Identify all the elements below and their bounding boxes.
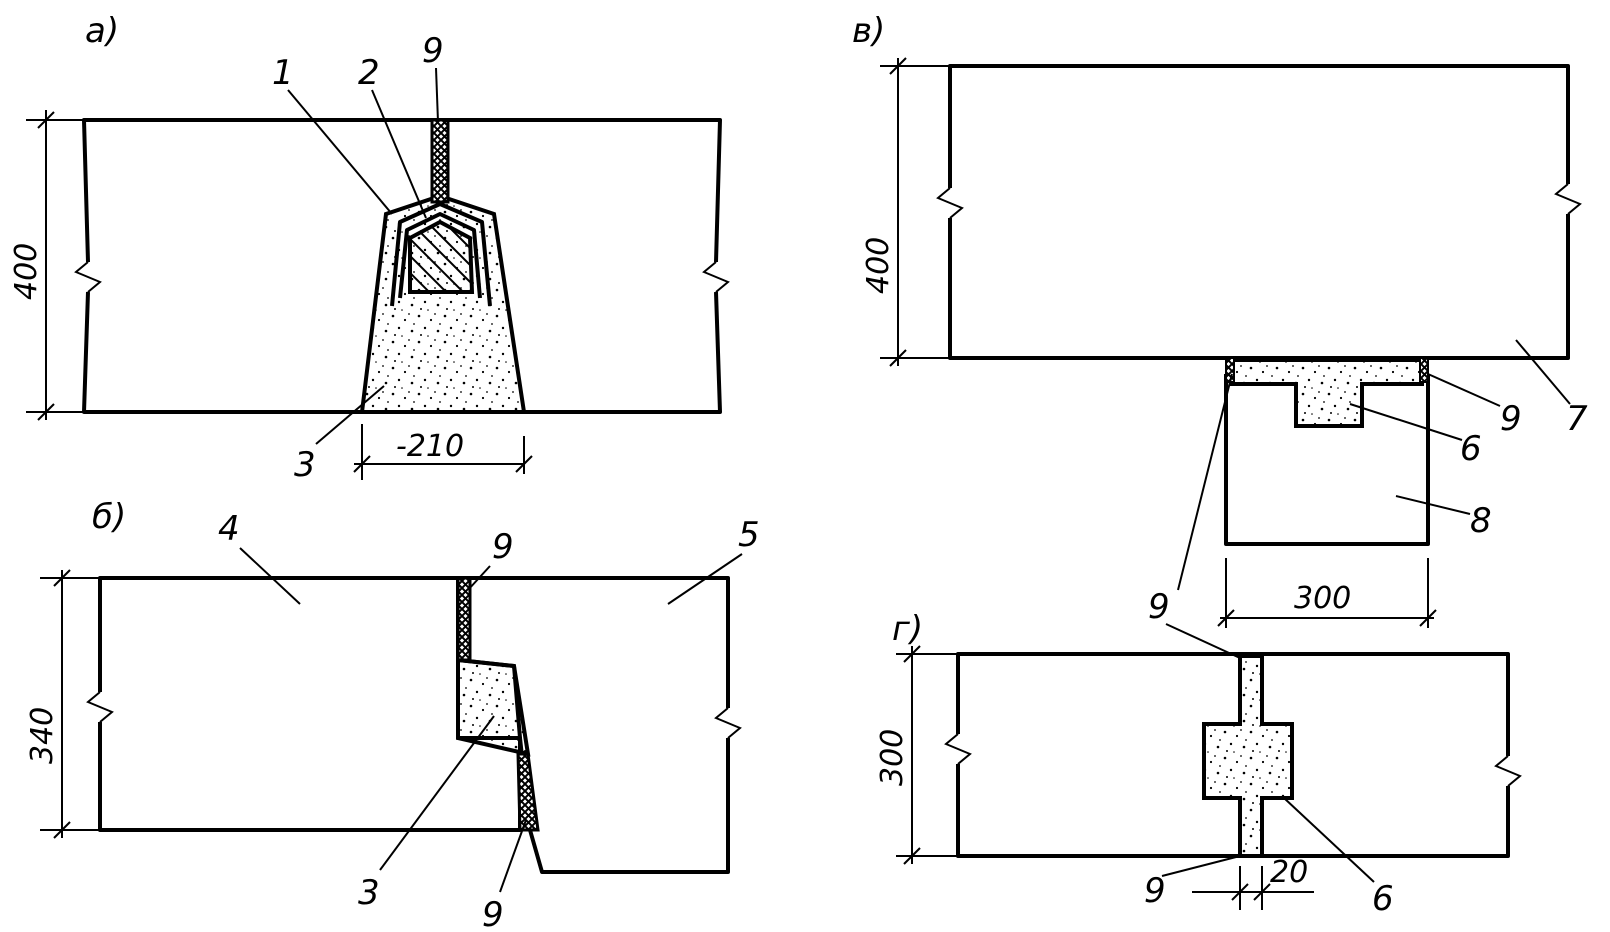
view-v-slab-7 (948, 64, 1570, 360)
view-a-callout-9: 9 (422, 31, 444, 71)
view-a-insulation-1 (390, 202, 492, 307)
view-b-callout-3: 3 (358, 873, 380, 913)
view-a-callout-1: 1 (272, 53, 294, 93)
view-a-insulation-2 (398, 212, 482, 299)
view-v-joint-concrete (1230, 358, 1424, 428)
view-a-break-left (74, 261, 102, 293)
view-a-label: а) (85, 11, 119, 51)
view-a-width-dim: -210 (396, 429, 464, 464)
view-b: б) 340 4 5 9 3 9 (25, 497, 760, 932)
view-g: г) 300 20 9 9 6 (875, 587, 1522, 919)
view-g-label: г) (892, 609, 923, 649)
view-b-callout-9-bottom: 9 (482, 895, 504, 932)
view-a-slab-top (82, 118, 722, 263)
view-v-break-right (1554, 183, 1582, 215)
view-v-callout-7: 7 (1566, 399, 1588, 439)
view-v-callout-6: 6 (1460, 429, 1482, 469)
view-v-callout-9: 9 (1500, 399, 1522, 439)
view-b-height-dim: 340 (25, 707, 60, 764)
view-v-width-dim: 300 (1294, 581, 1351, 616)
view-b-sealant-bottom (516, 752, 540, 832)
view-v-label: в) (852, 11, 885, 51)
view-b-break-left (86, 691, 114, 723)
leader-9-v-to-g (1177, 373, 1233, 591)
view-g-callout-9-bottom: 9 (1144, 871, 1166, 911)
view-a-callout-3: 3 (294, 445, 316, 485)
view-a-sealant (430, 118, 450, 204)
view-g-break-right (1494, 755, 1522, 787)
view-a-break-right (702, 261, 730, 293)
view-g-height-dim: 300 (875, 729, 910, 786)
view-g-callout-9-top: 9 (1148, 587, 1170, 627)
view-b-callout-5: 5 (738, 515, 760, 555)
view-v: в) 400 300 9 7 6 8 (852, 11, 1588, 628)
view-a-callout-2: 2 (358, 53, 380, 93)
view-v-beam-8 (1224, 374, 1430, 546)
view-g-joint-concrete (1202, 654, 1294, 858)
view-b-joint-concrete (456, 657, 531, 757)
view-a-height-dim: 400 (9, 243, 44, 300)
view-b-label: б) (92, 497, 126, 537)
view-v-height-dim: 400 (861, 237, 896, 294)
view-g-width-dim: 20 (1270, 855, 1308, 890)
view-b-break-right (714, 707, 742, 739)
view-b-sealant-top (456, 576, 472, 662)
view-a-liner-hatched (408, 219, 475, 294)
view-v-sealant-right (1419, 357, 1429, 383)
view-b-callout-4: 4 (218, 509, 240, 549)
view-v-break-left (936, 187, 964, 219)
view-a: а) 400 -210 1 2 9 3 (9, 11, 730, 485)
view-g-break-left (944, 733, 972, 765)
view-v-callout-8: 8 (1470, 501, 1492, 541)
view-b-callout-9-top: 9 (492, 527, 514, 567)
view-g-callout-6: 6 (1372, 879, 1394, 919)
